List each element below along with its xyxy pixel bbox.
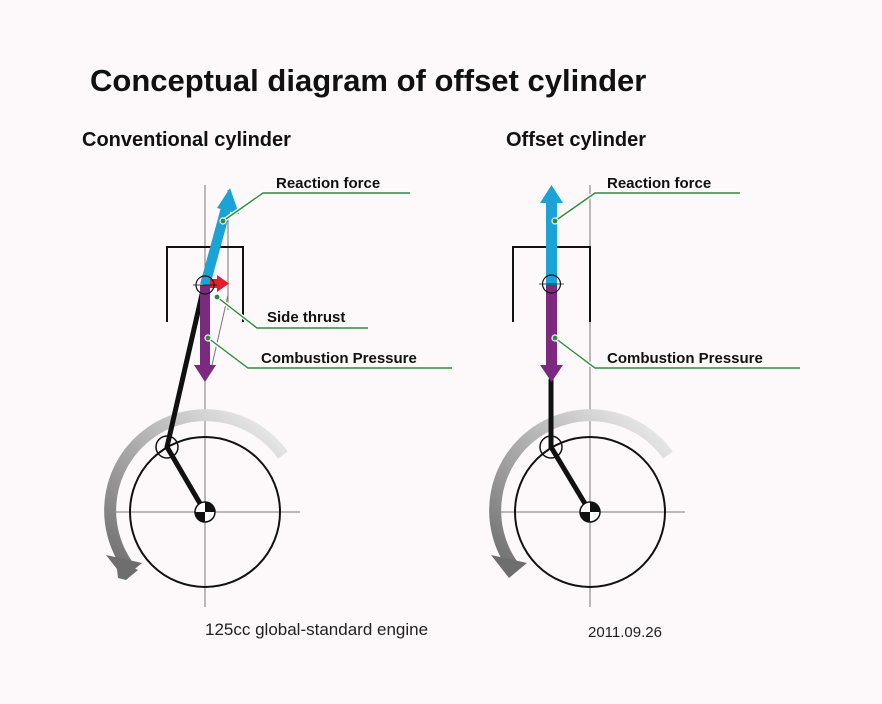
- combustion-pressure-arrow: [200, 285, 210, 365]
- crank-circle: [514, 436, 666, 588]
- reaction-force-label: Reaction force: [276, 175, 380, 192]
- reaction-force-label: Reaction force: [607, 175, 711, 192]
- rotation-arrow-arc: [104, 409, 288, 570]
- leader-dot: [551, 334, 559, 342]
- reaction-force-arrowhead: [217, 188, 239, 214]
- combustion-pressure-arrowhead: [194, 365, 216, 382]
- reaction-force-leader: [554, 192, 740, 222]
- offset-heading: Offset cylinder: [506, 129, 646, 151]
- conventional-heading: Conventional cylinder: [82, 129, 291, 151]
- leader-dot: [219, 217, 227, 225]
- engine-caption: 125cc global-standard engine: [205, 620, 428, 639]
- crank-arm: [164, 444, 208, 515]
- combustion-pressure-arrowhead: [540, 365, 563, 382]
- crank-circle: [129, 436, 281, 588]
- leader-dot: [551, 217, 559, 225]
- side-thrust-leader: [216, 296, 368, 329]
- conventional-cylinder-diagram: Reaction force Side thrust Combustion Pr…: [104, 175, 452, 607]
- rotation-arrow-arc: [489, 409, 673, 570]
- leader-dot: [204, 334, 212, 342]
- offset-cylinder-diagram: Reaction force Combustion Pressure: [489, 175, 800, 607]
- cylinder-wall: [166, 246, 244, 322]
- combustion-pressure-arrow: [546, 285, 557, 365]
- side-thrust-arrowhead: [217, 275, 229, 292]
- crank-arm: [548, 444, 593, 515]
- combustion-pressure-label: Combustion Pressure: [261, 350, 417, 367]
- rotation-arrowhead-icon: [106, 555, 142, 578]
- crank-pin: [155, 435, 179, 459]
- connecting-rod: [164, 287, 206, 450]
- rotation-arrowhead-icon: [491, 555, 527, 578]
- diagram-title: Conceptual diagram of offset cylinder: [90, 63, 646, 98]
- combustion-pressure-leader: [207, 337, 452, 369]
- center-mark-icon: [195, 502, 215, 522]
- reaction-force-leader: [222, 192, 410, 222]
- reaction-force-arrowhead: [540, 185, 563, 203]
- force-construction-line: [211, 294, 229, 366]
- crank-pin: [539, 435, 563, 459]
- combustion-pressure-leader: [554, 337, 800, 369]
- combustion-pressure-label: Combustion Pressure: [607, 350, 763, 367]
- reaction-force-arrow: [546, 202, 557, 285]
- center-mark-icon: [580, 502, 600, 522]
- date-label: 2011.09.26: [588, 624, 662, 641]
- leader-dot: [213, 293, 221, 301]
- side-thrust-label: Side thrust: [267, 309, 345, 326]
